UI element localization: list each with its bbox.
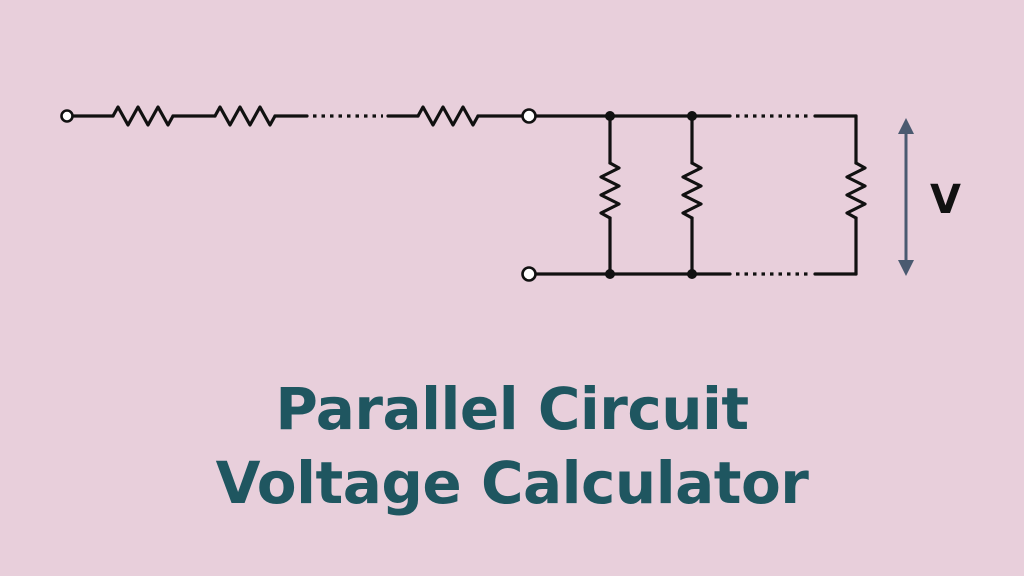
page-title: Parallel Circuit Voltage Calculator	[0, 372, 1024, 520]
series-branch	[71, 105, 524, 127]
title-line-1: Parallel Circuit	[275, 375, 749, 443]
voltage-label: V	[930, 177, 961, 223]
series-resistor-2	[213, 105, 277, 127]
junction-node	[687, 111, 697, 121]
title-line-2: Voltage Calculator	[215, 449, 809, 517]
arrow-up-icon	[898, 118, 914, 134]
parallel-resistor-n	[845, 114, 867, 276]
parallel-resistor-1	[599, 114, 621, 276]
junction-node	[605, 269, 615, 279]
series-resistor-n	[416, 105, 480, 127]
junction-node	[605, 111, 615, 121]
junction-node	[687, 269, 697, 279]
series-resistor-1	[111, 105, 175, 127]
parallel-resistor-2	[681, 114, 703, 276]
input-terminal	[60, 109, 74, 123]
junction-terminal-top	[521, 108, 537, 124]
junction-terminal-bottom	[521, 266, 537, 282]
arrow-down-icon	[898, 260, 914, 276]
voltage-arrow	[898, 118, 914, 276]
